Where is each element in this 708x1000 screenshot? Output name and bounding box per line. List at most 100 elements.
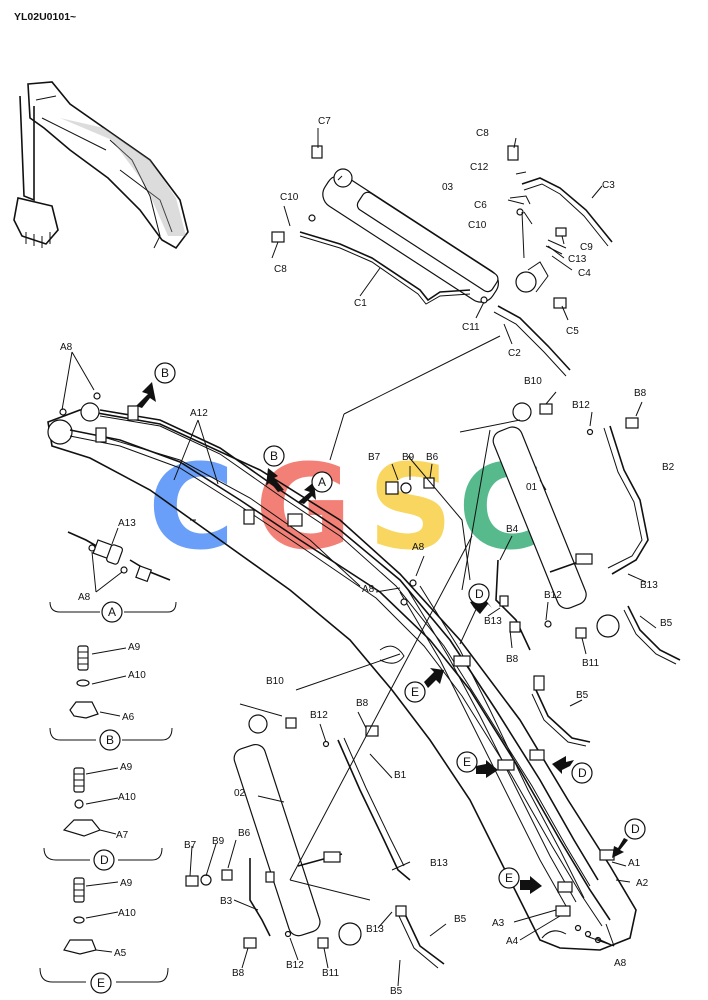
label-c1: C1 (354, 298, 367, 309)
arm-cylinder-assembly (271, 145, 613, 377)
label-b11: B11 (582, 658, 599, 669)
detail-d-title: D (100, 853, 109, 867)
label-c5: C5 (566, 326, 579, 337)
label-b12: B12 (286, 960, 304, 971)
arrow-icon (424, 668, 444, 688)
boom-hoses (59, 392, 615, 944)
label-c8: C8 (476, 128, 489, 139)
label-a13: A13 (118, 518, 136, 529)
label-c8: C8 (274, 264, 287, 275)
boom-cylinder-left (185, 714, 445, 969)
detail-b-title: B (106, 733, 114, 747)
callout-d: D (475, 587, 484, 601)
watermark-letter-s: S (368, 438, 453, 576)
label-c4: C4 (578, 268, 591, 279)
label-a8: A8 (614, 958, 627, 969)
label-a1: A1 (628, 858, 641, 869)
label-b13: B13 (430, 858, 448, 869)
label-b10: B10 (524, 376, 542, 387)
callout-circles (90, 362, 646, 994)
label-b5: B5 (390, 986, 403, 997)
callout-d: D (578, 766, 587, 780)
boom-structure (47, 402, 637, 951)
direction-arrows (136, 382, 628, 894)
label-b13: B13 (366, 924, 384, 935)
callout-e: E (505, 871, 513, 885)
label-b6: B6 (238, 828, 251, 839)
label-c7: C7 (318, 116, 331, 127)
label-b6: B6 (426, 452, 439, 463)
label-a9: A9 (120, 762, 133, 773)
label-a6: A6 (122, 712, 135, 723)
arrow-icon (476, 760, 498, 778)
callout-e: E (411, 685, 419, 699)
label-c13: C13 (568, 254, 587, 265)
label-a5: A5 (114, 948, 127, 959)
excavator-thumbnail (13, 81, 189, 250)
callout-b: B (161, 366, 169, 380)
label-01: 01 (526, 482, 538, 493)
label-a8: A8 (362, 584, 375, 595)
label-b12: B12 (544, 590, 562, 601)
detail-d (43, 767, 163, 861)
label-a10: A10 (118, 792, 136, 803)
label-b8: B8 (356, 698, 369, 709)
detail-a (49, 527, 177, 613)
arrow-icon (552, 756, 574, 774)
label-b3: B3 (220, 896, 233, 907)
label-a7: A7 (116, 830, 129, 841)
label-b12: B12 (572, 400, 590, 411)
document-code: YL02U0101~ (14, 11, 76, 23)
label-b9: B9 (212, 836, 225, 847)
leader-lines (61, 128, 657, 987)
label-a8: A8 (60, 342, 73, 353)
label-a3: A3 (492, 918, 505, 929)
label-c11: C11 (462, 322, 480, 333)
label-b1: B1 (394, 770, 407, 781)
label-b5: B5 (454, 914, 467, 925)
arrow-icon (612, 838, 628, 858)
label-c10: C10 (280, 192, 299, 203)
watermark-letter-c1: C (148, 438, 235, 576)
label-b13: B13 (640, 580, 658, 591)
callout-b: B (270, 449, 278, 463)
label-a9: A9 (128, 642, 141, 653)
detail-e (39, 877, 169, 983)
label-b11: B11 (322, 968, 339, 979)
callout-d: D (631, 822, 640, 836)
label-b7: B7 (184, 840, 197, 851)
callout-e: E (463, 755, 471, 769)
boom-cylinder-right (385, 402, 681, 747)
label-c9: C9 (580, 242, 593, 253)
label-b8: B8 (634, 388, 647, 399)
arrow-icon (298, 482, 316, 504)
label-a10: A10 (118, 908, 136, 919)
arrow-icon (136, 382, 156, 408)
label-b13: B13 (484, 616, 502, 627)
label-b12: B12 (310, 710, 328, 721)
arrow-icon (520, 876, 542, 894)
label-a12: A12 (190, 408, 208, 419)
label-a8: A8 (78, 592, 91, 603)
detail-b (49, 645, 173, 741)
label-a8: A8 (412, 542, 425, 553)
label-b4: B4 (506, 524, 519, 535)
label-a10: A10 (128, 670, 146, 681)
label-03: 03 (442, 182, 454, 193)
label-c3: C3 (602, 180, 615, 191)
label-b5: B5 (660, 618, 673, 629)
label-b10: B10 (266, 676, 284, 687)
label-c2: C2 (508, 348, 521, 359)
label-02: 02 (234, 788, 246, 799)
label-b9: B9 (402, 452, 415, 463)
label-b2: B2 (662, 462, 675, 473)
arrow-icon (266, 468, 284, 492)
label-b8: B8 (232, 968, 245, 979)
label-a9: A9 (120, 878, 133, 889)
label-c6: C6 (474, 200, 487, 211)
label-c12: C12 (470, 162, 489, 173)
part-labels: C7 C8 C12 C3 03 C6 C10 C10 C9 C13 C4 C8 … (60, 116, 675, 997)
detail-a-title: A (108, 605, 116, 619)
label-b8: B8 (506, 654, 519, 665)
